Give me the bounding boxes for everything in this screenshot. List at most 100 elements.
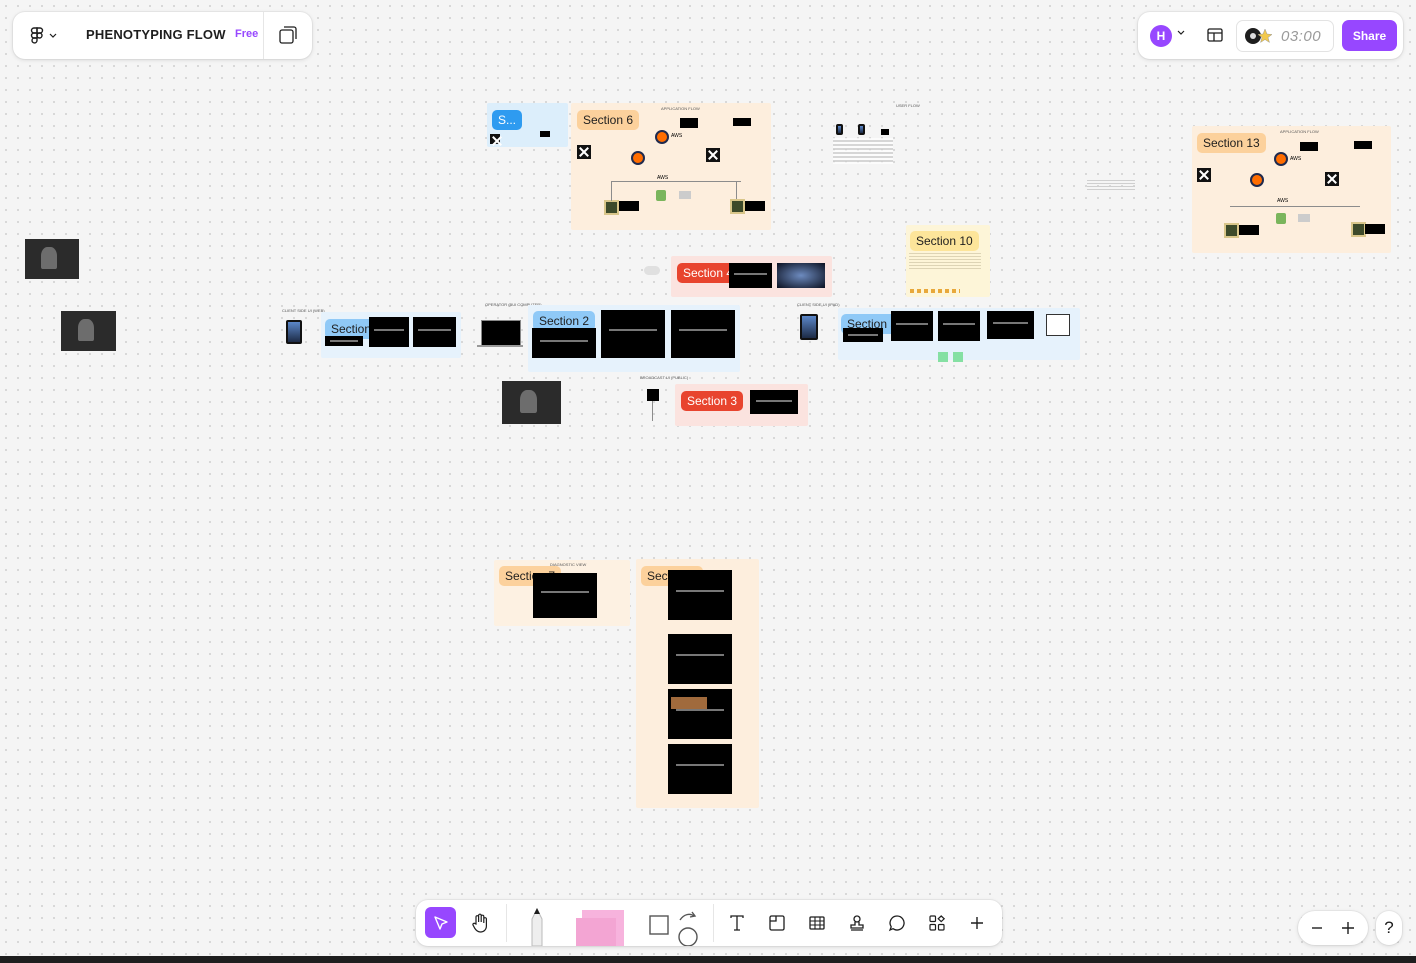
diagram-title: APPLICATION FLOW <box>1280 129 1319 134</box>
section-4[interactable]: Section 4 <box>671 256 832 297</box>
timer-widget[interactable]: 03:00 <box>1236 20 1334 52</box>
screen-frame <box>671 310 735 358</box>
stamp-icon <box>850 915 864 931</box>
stamp-tool-button[interactable] <box>846 912 868 934</box>
server-icon <box>1298 214 1310 222</box>
section-3[interactable]: Section 3 <box>675 384 808 426</box>
pages-toggle-button[interactable] <box>277 24 301 48</box>
camera-icon <box>647 389 659 401</box>
aws-label: AWS <box>1277 198 1289 204</box>
diagram-title: USER FLOW <box>896 103 920 108</box>
section-7[interactable]: Section 7 DIAGNOSTIC VIEW <box>494 560 630 626</box>
connector <box>611 181 612 201</box>
section-5[interactable]: Section 5 <box>838 308 1080 362</box>
zoom-controls <box>1298 911 1368 945</box>
plan-badge[interactable]: Free <box>235 28 259 40</box>
shopify-icon <box>1276 213 1286 224</box>
connector <box>1230 206 1360 207</box>
section-10[interactable]: Section 10 <box>906 225 990 297</box>
canvas-image[interactable] <box>61 311 116 351</box>
chevron-down-icon <box>49 33 57 38</box>
section-label[interactable]: Section 6 <box>577 110 640 130</box>
chevron-down-icon[interactable] <box>1177 30 1185 36</box>
screen-frame <box>750 390 798 414</box>
icon-row <box>910 289 960 293</box>
screen-frame <box>532 328 596 358</box>
screen-frame <box>938 311 980 341</box>
device-phone <box>858 124 865 135</box>
section-label[interactable]: Section 10 <box>910 231 979 251</box>
x-logo-icon <box>1197 168 1211 182</box>
laptop-base <box>477 345 523 347</box>
zoom-in-button[interactable] <box>1337 917 1359 939</box>
device-tablet <box>286 320 302 344</box>
pen-tool-button[interactable] <box>522 906 552 947</box>
section-label[interactable]: Section 4 <box>677 263 740 283</box>
section-2[interactable]: Section 2 <box>528 305 740 372</box>
section-label[interactable]: Section 13 <box>1197 133 1266 153</box>
file-name[interactable]: PHENOTYPING FLOW <box>86 27 226 42</box>
screen-frame <box>843 328 883 342</box>
server-icon <box>679 191 691 199</box>
section-8[interactable]: Section 8 <box>636 559 759 808</box>
table-tool-button[interactable] <box>806 912 828 934</box>
screen-frame <box>987 311 1034 339</box>
help-icon: ? <box>1384 918 1394 937</box>
device-frame <box>1300 142 1318 151</box>
screen-frame <box>891 311 933 341</box>
device-frame <box>745 201 765 211</box>
screen-frame <box>369 317 409 347</box>
section-tool-button[interactable] <box>766 912 788 934</box>
screen-frame <box>533 573 597 618</box>
share-button[interactable]: Share <box>1342 20 1397 51</box>
zoom-out-button[interactable] <box>1306 917 1328 939</box>
comment-tool-button[interactable] <box>886 912 908 934</box>
tripod <box>652 401 653 421</box>
chip-icon <box>1351 222 1366 237</box>
device-phone <box>836 124 843 135</box>
section-6[interactable]: Section 6 APPLICATION FLOW AWS AWS <box>571 103 771 230</box>
user-avatar[interactable]: H <box>1150 25 1172 47</box>
section-label[interactable]: S... <box>492 110 523 130</box>
divider <box>713 904 714 942</box>
column-label: BROADCAST UI (PUBLIC) <box>640 375 689 380</box>
plus-icon <box>1342 922 1354 934</box>
timer-music-icon <box>1243 26 1273 46</box>
top-right-bar: H 03:00 Share <box>1138 12 1403 59</box>
blender-icon <box>631 151 645 165</box>
chip-icon <box>1224 223 1239 238</box>
window-bottom-edge <box>0 956 1416 963</box>
widgets-icon <box>929 915 946 931</box>
screen-frame <box>325 336 363 346</box>
blender-icon <box>655 130 669 144</box>
sticky-note-button[interactable] <box>576 908 626 946</box>
section-1[interactable]: Section 1 <box>321 312 461 358</box>
text-tool-button[interactable] <box>726 912 748 934</box>
aws-label: AWS <box>657 175 669 181</box>
canvas-image[interactable] <box>502 381 561 424</box>
screen-frame <box>601 310 665 358</box>
section-13[interactable]: Section 13 APPLICATION FLOW AWS AWS <box>1192 126 1391 253</box>
move-tool-button[interactable] <box>425 907 456 938</box>
column-label: CLIENT SIDE UI (WEB) <box>282 308 325 313</box>
sticky-note[interactable] <box>938 352 948 362</box>
pages-icon <box>279 26 297 44</box>
shape-tool-button[interactable] <box>646 906 702 947</box>
canvas-image[interactable] <box>25 239 79 279</box>
x-logo-icon <box>706 148 720 162</box>
section-s[interactable]: S... <box>487 103 568 147</box>
widgets-tool-button[interactable] <box>926 912 948 934</box>
section-label[interactable]: Section 2 <box>533 311 596 331</box>
aws-label: AWS <box>671 133 683 139</box>
comment-icon <box>888 915 905 932</box>
section-label[interactable]: Section 3 <box>681 391 744 411</box>
main-menu-button[interactable] <box>29 24 75 48</box>
hand-tool-button[interactable] <box>469 912 491 934</box>
aws-label: AWS <box>1290 156 1302 162</box>
help-button[interactable]: ? <box>1376 911 1402 945</box>
device-frame <box>619 201 639 211</box>
screen-frame <box>413 317 456 347</box>
sticky-note[interactable] <box>953 352 963 362</box>
layout-button[interactable] <box>1206 26 1226 46</box>
more-tools-button[interactable] <box>966 912 988 934</box>
